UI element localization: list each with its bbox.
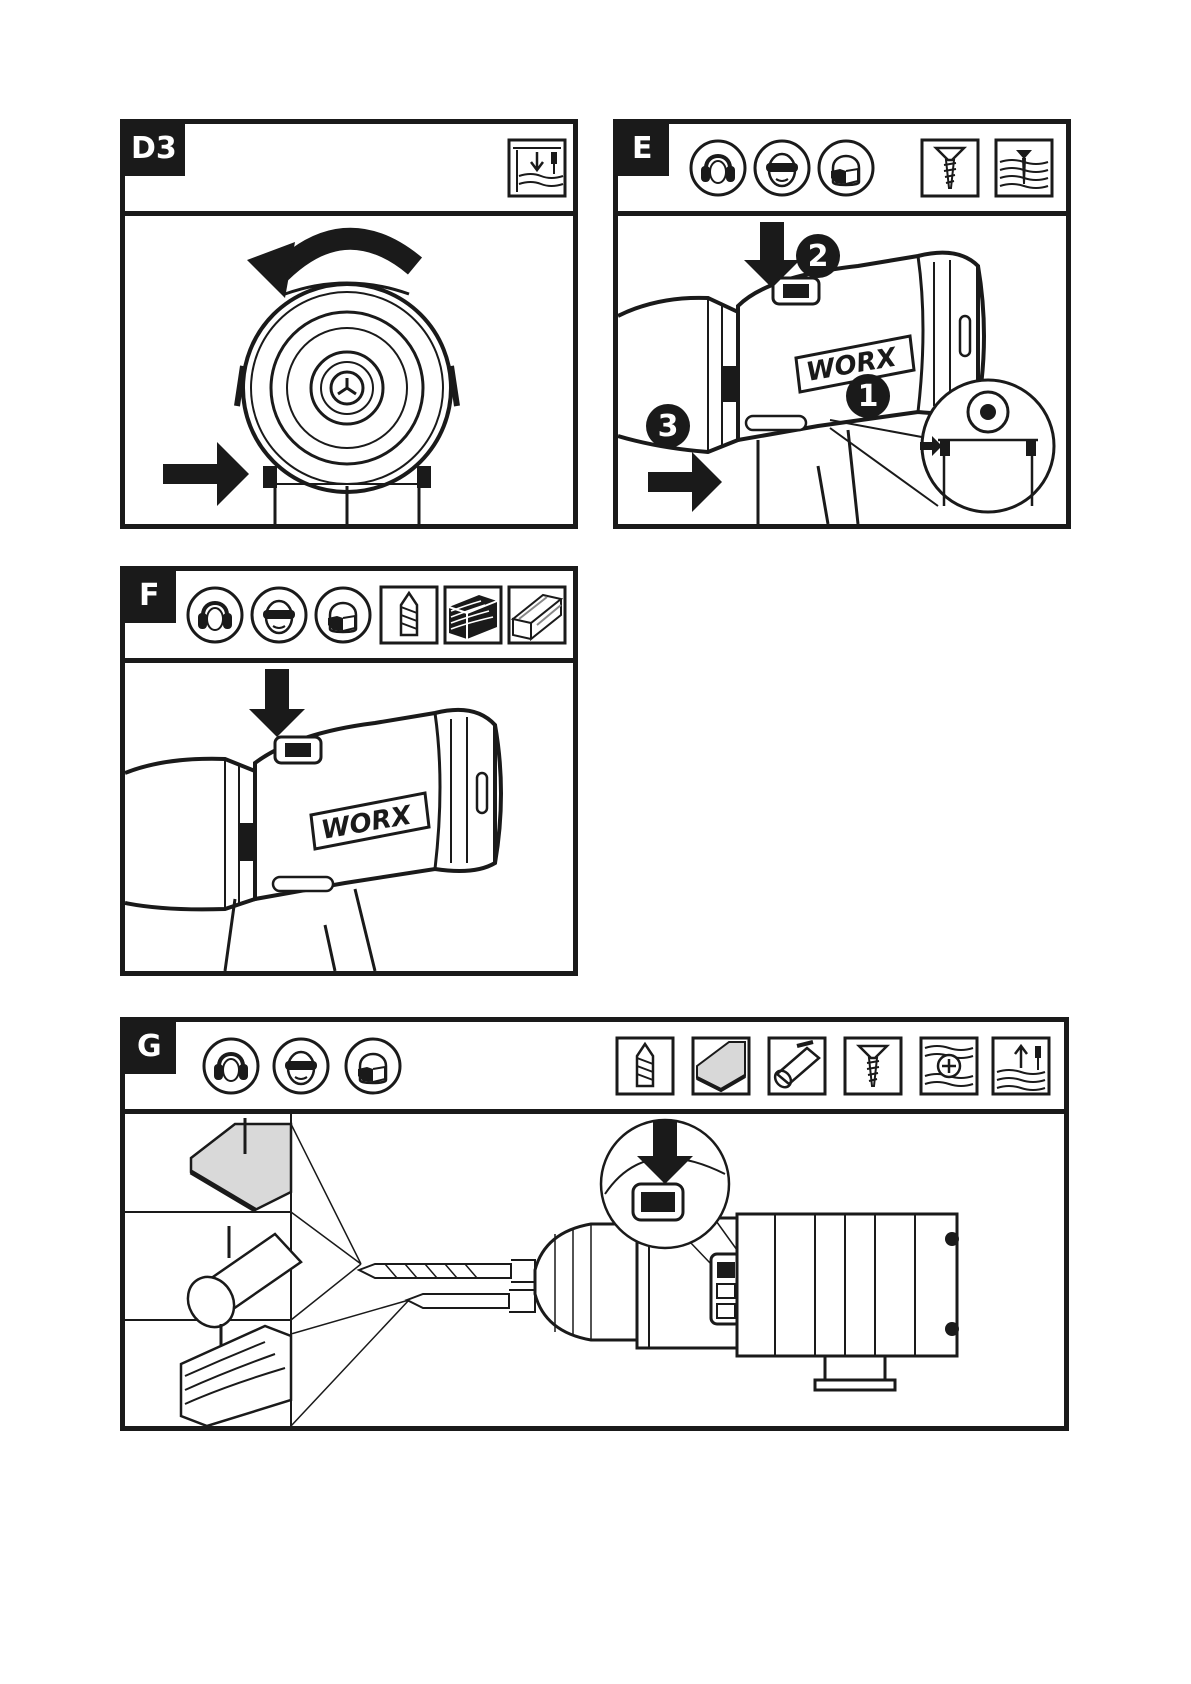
wood-icon	[443, 585, 503, 645]
push-arrow-icon	[163, 442, 249, 506]
drill-side-view: WORX 2 1 3	[618, 216, 1066, 524]
screw-depth-up-icon	[991, 1036, 1051, 1096]
dust-mask-icon	[816, 138, 876, 198]
dust-mask-icon	[343, 1036, 403, 1096]
screw-head-in-wood-icon	[919, 1036, 979, 1096]
panel-e-header: E	[618, 124, 1066, 216]
drill-side-view: WORX	[125, 663, 573, 971]
push-arrow-icon	[648, 452, 722, 512]
screw-icon	[920, 138, 980, 198]
ear-protection-icon	[688, 138, 748, 198]
chuck	[535, 1224, 637, 1340]
drill-top-view	[125, 1114, 1064, 1426]
eye-protection-icon	[271, 1036, 331, 1096]
panel-f-header: F	[125, 571, 573, 663]
panel-g-header: G	[125, 1022, 1064, 1114]
panel-label: D3	[125, 124, 185, 176]
drill-mode-illustration: WORX 2 1 3	[618, 216, 1066, 524]
sheet-material	[191, 1124, 291, 1210]
press-down-arrow-icon	[249, 669, 305, 737]
panel-d3: D3	[120, 119, 578, 529]
panel-label: G	[125, 1022, 176, 1074]
rotate-arrow-icon	[247, 242, 295, 298]
svg-text:1: 1	[858, 379, 879, 414]
svg-text:3: 3	[658, 409, 679, 444]
drill-bit-icon	[379, 585, 439, 645]
eye-protection-icon	[752, 138, 812, 198]
panel-g: G	[120, 1017, 1069, 1431]
drill-mode-f-illustration: WORX	[125, 663, 573, 971]
drill-bit-icon	[615, 1036, 675, 1096]
ear-protection-icon	[201, 1036, 261, 1096]
panel-d3-header: D3	[125, 124, 573, 216]
eye-protection-icon	[249, 585, 309, 645]
screw-into-wood-icon	[994, 138, 1054, 198]
panel-label: F	[125, 571, 176, 623]
panel-f: F WORX	[120, 566, 578, 976]
metal-profile-icon	[507, 585, 567, 645]
screw-depth-down-icon	[507, 138, 567, 198]
screwdriver-bit	[407, 1294, 509, 1308]
panel-e: E WORX	[613, 119, 1071, 529]
wood-block	[181, 1326, 291, 1426]
panel-label: E	[618, 124, 669, 176]
drill-top-view-illustration	[125, 1114, 1064, 1426]
svg-text:2: 2	[808, 239, 829, 274]
chuck-rotation-illustration	[125, 216, 573, 524]
ear-protection-icon	[185, 585, 245, 645]
pipe-icon	[767, 1036, 827, 1096]
screw-icon	[843, 1036, 903, 1096]
chuck-front-view	[125, 216, 573, 524]
dust-mask-icon	[313, 585, 373, 645]
sheet-material-icon	[691, 1036, 751, 1096]
